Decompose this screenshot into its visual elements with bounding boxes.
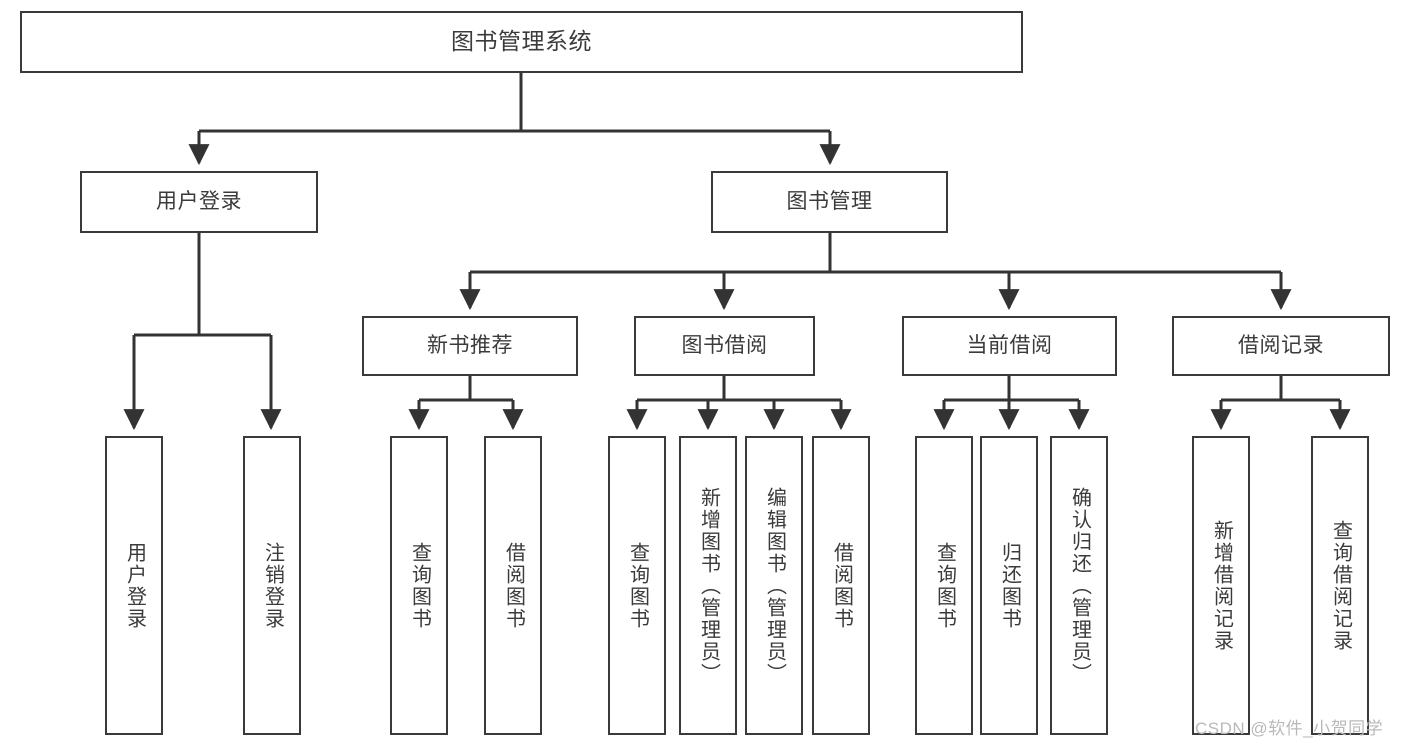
node-book-borrow[interactable]: 图书借阅: [634, 316, 815, 376]
node-new-book-recommend[interactable]: 新书推荐: [362, 316, 578, 376]
leaf-bb-edit-book-label: 编辑图书（管理员）: [763, 486, 786, 685]
leaf-br-add-record-label: 新增借阅记录: [1210, 519, 1233, 652]
node-book-borrow-label: 图书借阅: [681, 334, 768, 358]
watermark: CSDN @软件_小贺同学: [1195, 719, 1384, 738]
node-borrow-record[interactable]: 借阅记录: [1172, 316, 1390, 376]
leaf-nb-query-book[interactable]: 查询图书: [390, 436, 448, 735]
leaf-br-query-record[interactable]: 查询借阅记录: [1311, 436, 1369, 735]
leaf-br-query-record-label: 查询借阅记录: [1329, 519, 1352, 652]
node-user-login-label: 用户登录: [156, 190, 242, 214]
leaf-nb-borrow-book[interactable]: 借阅图书: [484, 436, 542, 735]
leaf-nb-query-book-label: 查询图书: [408, 541, 431, 630]
leaf-cb-return-book-label: 归还图书: [998, 541, 1021, 630]
leaf-cb-query-book-label: 查询图书: [933, 541, 956, 630]
leaf-bb-borrow-book-label: 借阅图书: [830, 541, 853, 630]
leaf-user-login[interactable]: 用户登录: [105, 436, 163, 735]
leaf-bb-borrow-book[interactable]: 借阅图书: [812, 436, 870, 735]
leaf-user-login-label: 用户登录: [123, 541, 146, 630]
node-root-label: 图书管理系统: [451, 28, 592, 55]
node-user-login[interactable]: 用户登录: [80, 171, 318, 233]
node-book-management[interactable]: 图书管理: [711, 171, 948, 233]
leaf-bb-query-book[interactable]: 查询图书: [608, 436, 666, 735]
leaf-logout[interactable]: 注销登录: [243, 436, 301, 735]
node-current-borrow-label: 当前借阅: [966, 334, 1053, 358]
leaf-cb-confirm-return[interactable]: 确认归还（管理员）: [1050, 436, 1108, 735]
leaf-cb-return-book[interactable]: 归还图书: [980, 436, 1038, 735]
leaf-logout-label: 注销登录: [261, 541, 284, 630]
leaf-bb-add-book[interactable]: 新增图书（管理员）: [679, 436, 737, 735]
leaf-nb-borrow-book-label: 借阅图书: [502, 541, 525, 630]
node-borrow-record-label: 借阅记录: [1238, 334, 1324, 358]
node-new-book-recommend-label: 新书推荐: [427, 334, 513, 358]
node-book-management-label: 图书管理: [786, 190, 873, 214]
leaf-cb-query-book[interactable]: 查询图书: [915, 436, 973, 735]
leaf-br-add-record[interactable]: 新增借阅记录: [1192, 436, 1250, 735]
leaf-bb-edit-book[interactable]: 编辑图书（管理员）: [745, 436, 803, 735]
node-current-borrow[interactable]: 当前借阅: [902, 316, 1117, 376]
node-root[interactable]: 图书管理系统: [20, 11, 1023, 73]
leaf-bb-add-book-label: 新增图书（管理员）: [697, 486, 720, 685]
leaf-bb-query-book-label: 查询图书: [626, 541, 649, 630]
leaf-cb-confirm-return-label: 确认归还（管理员）: [1068, 486, 1091, 685]
